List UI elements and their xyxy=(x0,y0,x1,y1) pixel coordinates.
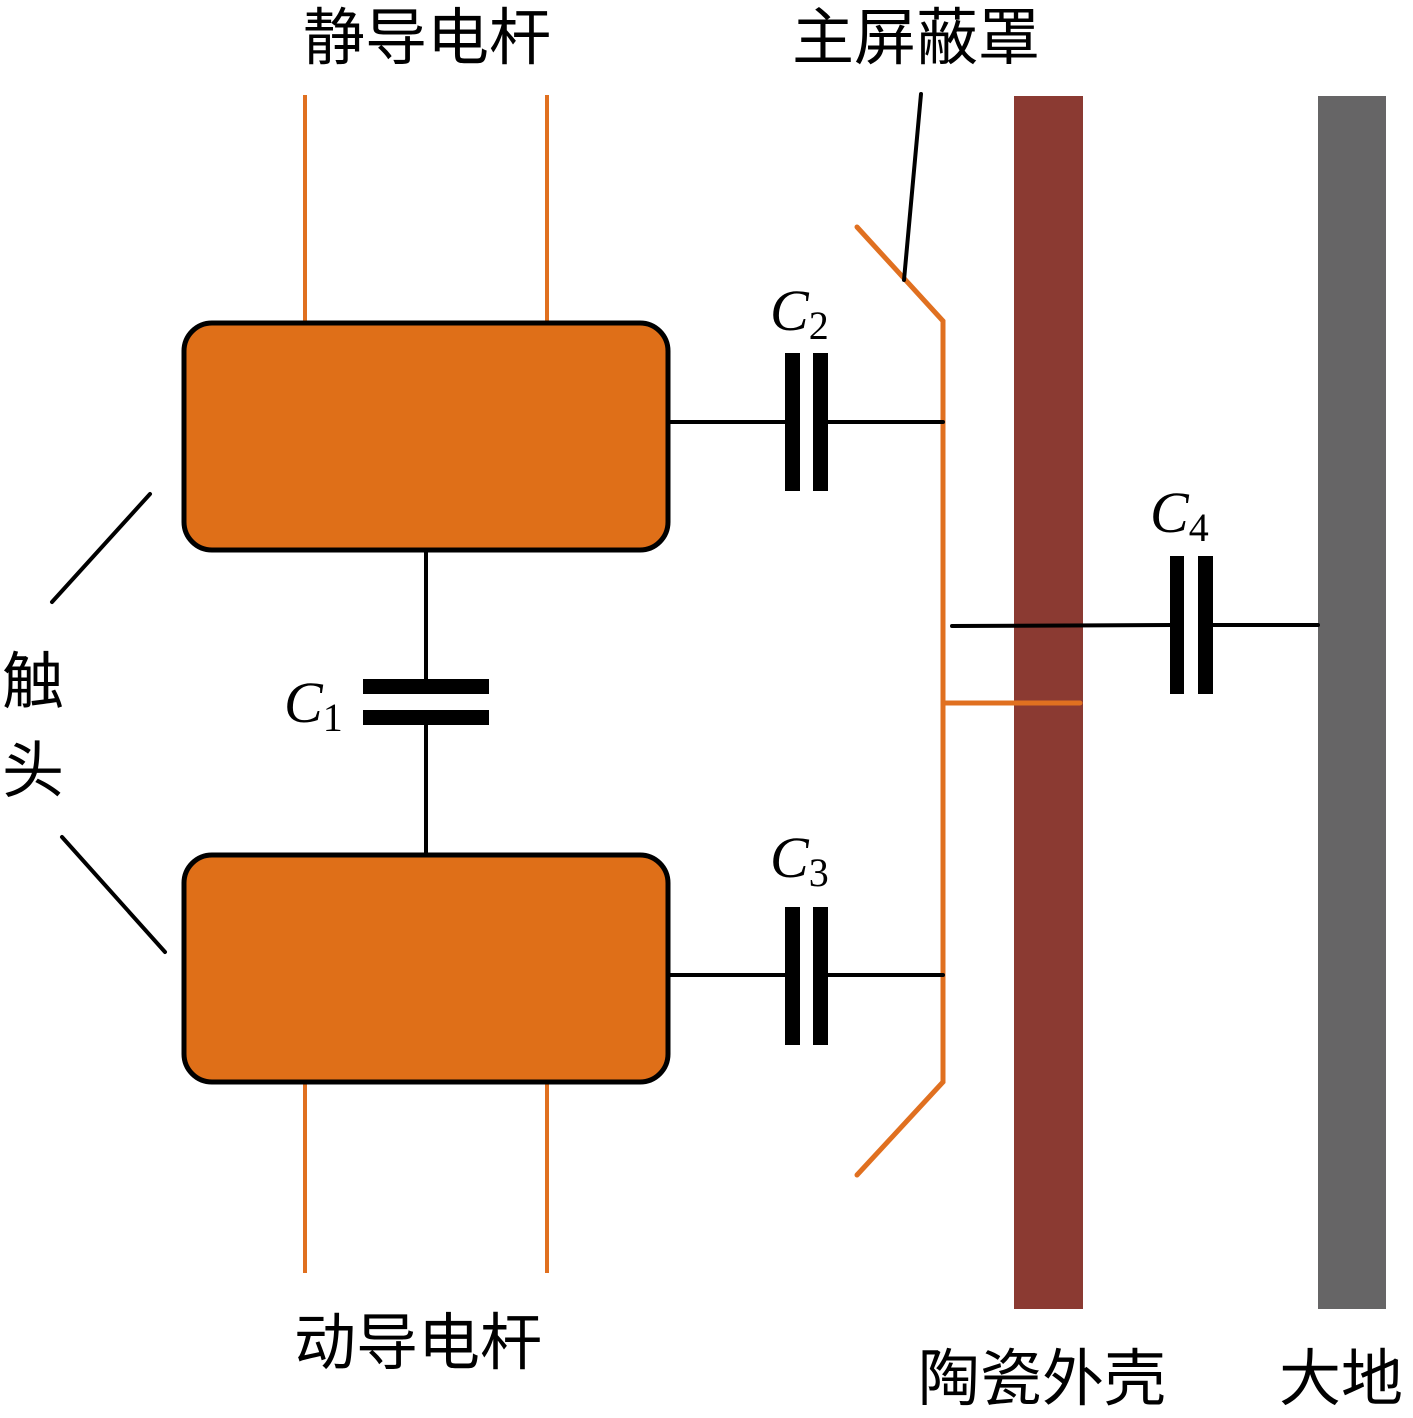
c1-plate-top xyxy=(363,679,489,694)
c3-label: C3 xyxy=(770,825,829,895)
main-shield-label: 主屏蔽罩 xyxy=(792,1,1040,74)
ground-label: 大地 xyxy=(1279,1342,1403,1415)
ground-bar xyxy=(1318,96,1386,1309)
moving-contact xyxy=(181,852,671,1085)
contact-leader-bottom xyxy=(60,835,167,954)
ceramic-shell-label: 陶瓷外壳 xyxy=(918,1342,1166,1415)
contacts-label-char2: 头 xyxy=(2,734,64,807)
contact-leader-top xyxy=(50,492,152,604)
main-shield-leader xyxy=(902,92,923,282)
c2-label: C2 xyxy=(770,278,829,348)
c3-plate-right xyxy=(813,907,828,1045)
c1-label: C1 xyxy=(284,670,343,740)
c3-plate-left xyxy=(785,907,800,1045)
c2-plate-left xyxy=(785,353,800,491)
main-shield xyxy=(854,224,946,1178)
c4-plate-left xyxy=(1170,556,1184,694)
c4-plate-right xyxy=(1198,556,1213,694)
c4-label: C4 xyxy=(1150,480,1209,550)
static-contact xyxy=(181,320,671,553)
contacts-label-char1: 触 xyxy=(2,645,64,718)
moving-rod-label: 动导电杆 xyxy=(294,1306,542,1379)
static-rod-label: 静导电杆 xyxy=(303,1,551,74)
c4-wire-left xyxy=(950,623,1174,628)
c1-plate-bottom xyxy=(363,710,489,725)
c2-plate-right xyxy=(813,353,828,491)
